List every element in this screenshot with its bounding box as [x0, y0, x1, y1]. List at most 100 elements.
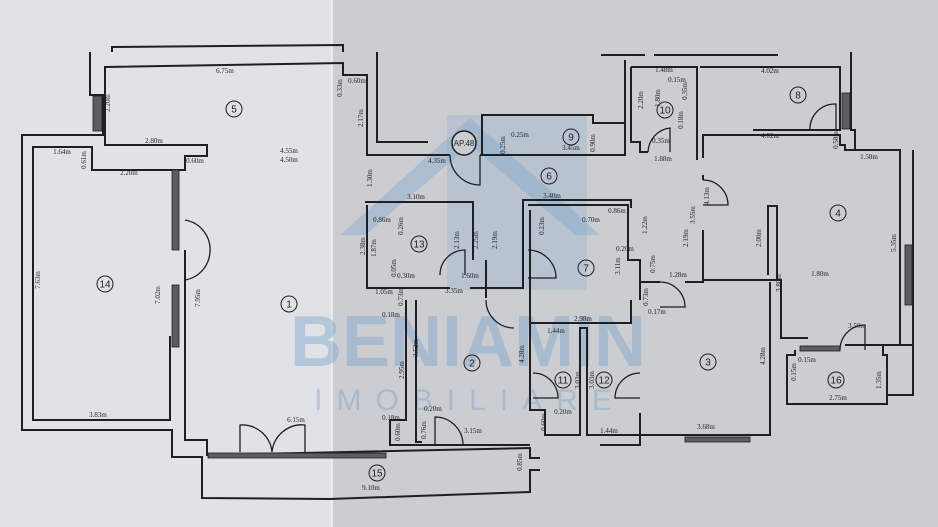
dimension-label: 1.88m — [654, 155, 672, 163]
window — [207, 452, 387, 459]
door-swing — [809, 103, 837, 131]
dimension-label: 3.11m — [614, 257, 622, 275]
room-label-3: 3 — [699, 353, 717, 371]
door-swing — [532, 372, 559, 399]
dimension-label: 2.13m — [453, 231, 461, 249]
dimension-label: 0.30m — [397, 272, 415, 280]
paper-left — [0, 0, 332, 527]
dimension-label: 1.48m — [655, 66, 673, 74]
dimension-label: 5.35m — [890, 234, 898, 252]
door-swing — [434, 416, 464, 446]
dimension-label: 0.90m — [589, 134, 597, 152]
window — [841, 92, 851, 130]
dimension-label: 0.60m — [186, 157, 204, 165]
dimension-label: 1.28m — [669, 271, 687, 279]
room-label-4: 4 — [829, 204, 847, 222]
window — [799, 345, 841, 352]
room-number-circle — [410, 235, 428, 253]
dimension-label: 1.64m — [53, 148, 71, 156]
room-number: 11 — [558, 376, 569, 387]
room-number: 9 — [568, 133, 574, 144]
door-swing — [439, 249, 466, 276]
doors — [184, 103, 866, 453]
dimension-label: 1.58m — [860, 153, 878, 161]
room-number: 10 — [659, 106, 671, 117]
door-swing — [527, 249, 557, 279]
dimension-label: 1.05m — [375, 288, 393, 296]
apartment-badge-label: AP.48 — [454, 139, 475, 148]
window — [171, 169, 180, 251]
door-swing — [614, 372, 641, 399]
dimension-label: 2.20m — [637, 91, 645, 109]
dimension-label: 1.22m — [641, 216, 649, 234]
dimension-label: 0.20m — [554, 408, 572, 416]
room-number-circle — [827, 371, 845, 389]
paper-right — [332, 0, 938, 527]
dimension-label: 0.60m — [394, 423, 402, 441]
dimension-label: 0.58m — [832, 131, 840, 149]
room-number-circle — [577, 259, 595, 277]
room-label-12: 12 — [595, 371, 613, 389]
room-number: 5 — [231, 105, 237, 116]
room-number-circle — [829, 204, 847, 222]
room-label-1: 1 — [280, 295, 298, 313]
room-label-5: 5 — [225, 100, 243, 118]
dimension-label: 3.10m — [407, 193, 425, 201]
room-number-circle — [368, 464, 386, 482]
room-number-circle — [699, 353, 717, 371]
room-number: 15 — [371, 469, 383, 480]
dimension-label: 0.75m — [649, 255, 657, 273]
dimension-label: 3.40m — [543, 192, 561, 200]
dimension-label: 6.15m — [287, 416, 305, 424]
dimension-label: 0.86m — [373, 216, 391, 224]
door-swing — [449, 154, 481, 186]
dimension-label: 2.25m — [472, 231, 480, 249]
apartment-badge: AP.48 — [451, 130, 477, 156]
room-number: 6 — [546, 172, 552, 183]
dimension-label: 3.52m — [412, 339, 420, 357]
room-label-14: 14 — [96, 275, 114, 293]
dimension-label: 1.30m — [366, 169, 374, 187]
dimension-label: 0.20m — [616, 245, 634, 253]
dimension-label: 0.86m — [608, 207, 626, 215]
dimension-label: 2.75m — [829, 394, 847, 402]
window — [171, 284, 180, 348]
dimension-label: 7.02m — [154, 286, 162, 304]
dimension-label: 2.19m — [682, 229, 690, 247]
room-label-2: 2 — [463, 354, 481, 372]
room-label-13: 13 — [410, 235, 428, 253]
door-swing — [659, 281, 686, 308]
door-swing — [702, 179, 729, 206]
dimension-label: 0.25m — [511, 131, 529, 139]
room-label-6: 6 — [540, 167, 558, 185]
dimension-label: 0.23m — [538, 217, 546, 235]
room-number: 4 — [835, 209, 841, 220]
room-label-11: 11 — [554, 371, 572, 389]
room-number-circle — [562, 128, 580, 146]
dimension-label: 0.73m — [642, 288, 650, 306]
dimension-label: 1.80m — [654, 89, 662, 107]
room-number: 13 — [413, 240, 425, 251]
room-number-circle — [96, 275, 114, 293]
dimension-label: 4.02m — [761, 67, 779, 75]
room-number: 16 — [830, 376, 842, 387]
room-number: 8 — [795, 91, 801, 102]
room-label-8: 8 — [789, 86, 807, 104]
dimension-label: 0.35m — [652, 137, 670, 145]
dimension-label: 2.20m — [104, 94, 112, 112]
room-label-10: 10 — [656, 101, 674, 119]
dimension-label: 0.15m — [668, 76, 686, 84]
window — [904, 244, 913, 306]
dimension-label: 0.73m — [397, 288, 405, 306]
dimension-label: 3.03m — [574, 371, 582, 389]
dimension-label: 0.20m — [424, 405, 442, 413]
room-label-16: 16 — [827, 371, 845, 389]
dimension-label: 3.45m — [562, 144, 580, 152]
dimension-label: 2.38m — [359, 237, 367, 255]
dimension-label: 1.80m — [811, 270, 829, 278]
dimension-label: 1.87m — [370, 239, 378, 257]
dimension-label: 0.33m — [336, 79, 344, 97]
dimension-label: 3.55m — [689, 206, 697, 224]
dimension-label: 3.83m — [89, 411, 107, 419]
